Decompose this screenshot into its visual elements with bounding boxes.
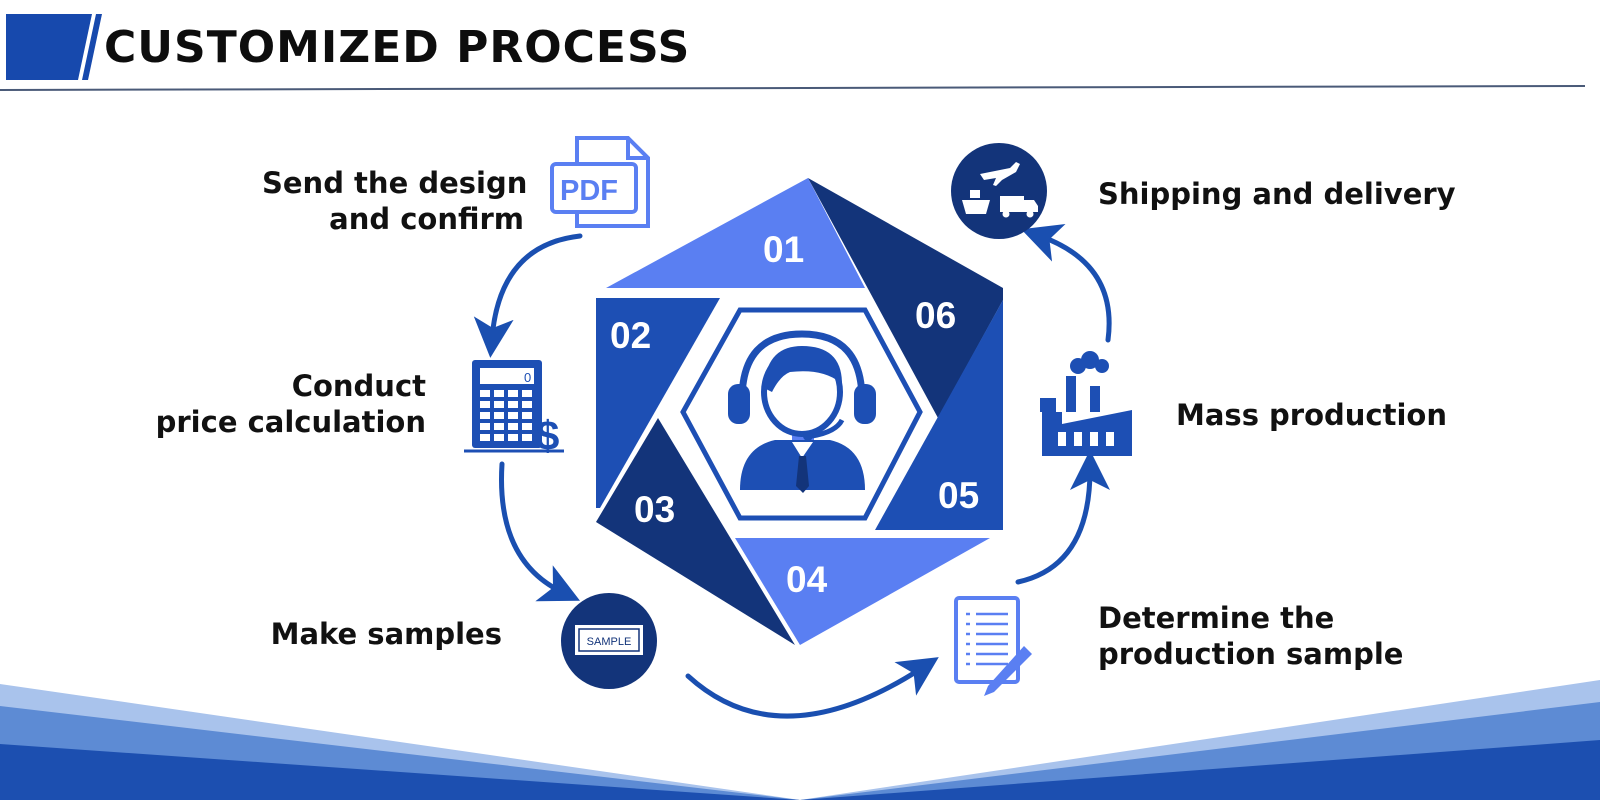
hex-segment-04 [735,538,990,645]
step-01-line-1: Send the design [262,166,528,200]
sample-tag-icon: SAMPLE [561,593,657,689]
step-label-02: Conduct price calculation [150,368,426,440]
calculator-key [494,434,504,441]
step-label-04: Determine the production sample [1098,600,1478,672]
arrow-05-to-06 [1021,223,1112,343]
page-title: CUSTOMIZED PROCESS [104,22,691,73]
bottom-band-dark [0,740,1600,800]
calculator-key [522,390,532,397]
calculator-key [480,401,490,408]
calculator-key [480,412,490,419]
calculator-key [480,423,490,430]
step-number-02: 02 [610,315,651,356]
calculator-key [522,401,532,408]
step-number-05: 05 [938,475,979,516]
calculator-key [508,390,518,397]
step-number-06: 06 [915,295,956,336]
dollar-sign: $ [536,412,559,459]
arrow-03-to-04 [685,657,939,719]
step-number-01: 01 [763,229,804,270]
calculator-key [522,434,532,441]
step-05-line-1: Mass production [1176,398,1447,432]
step-label-01: Send the design and confirm [262,165,528,237]
step-label-05: Mass production [1176,397,1476,433]
step-label-03: Make samples [262,616,502,652]
calculator-key [508,412,518,419]
step-number-04: 04 [786,559,828,600]
calculator-display: 0 [524,370,531,385]
flow-arrows [473,223,1112,719]
calculator-key [508,423,518,430]
calculator-dollar-icon: 0 $ [464,360,564,459]
pdf-document-icon: PDF [550,136,650,228]
header-accent-sliver [82,14,102,80]
arrow-01-to-02 [473,233,583,358]
shipping-transport-icon [951,143,1047,239]
document-pencil-icon [954,596,1032,696]
step-06-line-1: Shipping and delivery [1098,177,1456,211]
hex-segment-01 [606,178,865,288]
step-03-line-1: Make samples [270,617,502,651]
hex-segment-05 [875,300,1003,530]
calculator-key [494,401,504,408]
header-accent-block [6,14,92,80]
step-02-line-2: price calculation [155,405,426,439]
hex-segment-06 [808,178,1003,418]
arrow-04-to-05 [1015,450,1110,585]
step-01-line-2: and confirm [329,202,524,236]
step-02-line-1: Conduct [291,369,426,403]
header-divider [0,85,1586,91]
step-label-06: Shipping and delivery [1098,176,1498,212]
calculator-key [494,423,504,430]
step-04-line-1: Determine the [1098,601,1335,635]
calculator-key [494,390,504,397]
customer-service-agent-icon [728,330,876,493]
pdf-label: PDF [560,175,618,207]
sample-tag-label: SAMPLE [587,636,632,648]
step-04-line-2: production sample [1098,637,1404,671]
arrow-02-to-03 [499,461,580,602]
calculator-key [508,434,518,441]
hex-segment-02 [596,298,720,508]
hex-segment-03 [596,418,795,645]
calculator-key [522,423,532,430]
calculator-key [522,412,532,419]
calculator-key [480,390,490,397]
calculator-key [508,401,518,408]
step-number-03: 03 [634,489,675,530]
calculator-key [494,412,504,419]
center-hexagon: 01 02 03 04 05 06 [596,178,1003,645]
factory-icon [1040,351,1132,456]
calculator-key [480,434,490,441]
